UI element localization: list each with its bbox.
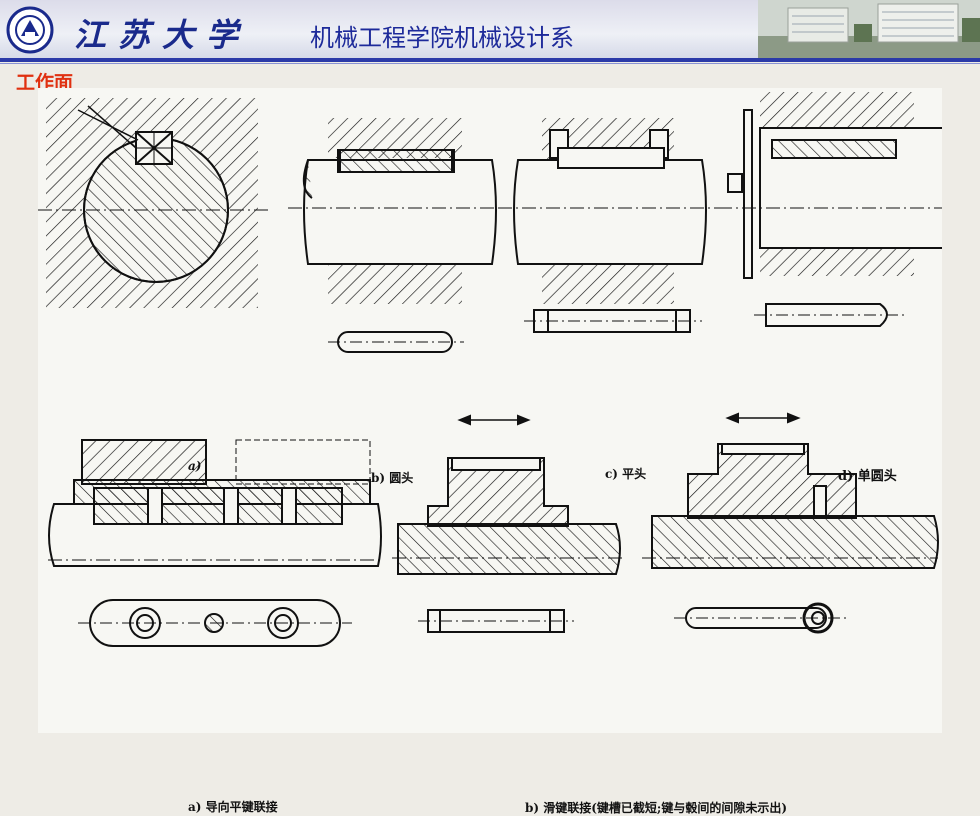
header-rule [0,58,980,62]
university-name: 江苏大学 [74,16,251,54]
department-title: 机械工程学院机械设计系 [310,24,574,52]
engineering-drawing [38,92,942,647]
university-logo [6,6,54,54]
caption-b-bottom: b) 滑键联接(键槽已截短;键与毂间的间隙未示出) [525,801,788,815]
campus-photo [758,0,980,58]
caption-d-top: d) 单圆头 [838,469,897,484]
figure-b-bottom-left [392,414,622,633]
caption-c-top: c) 平头 [605,467,647,481]
caption-a-top: a) [188,459,202,473]
header-rule-thin [0,63,980,64]
figure-d-top [718,92,942,327]
figure-b-top [288,118,508,353]
figure-b-bottom-right [642,412,939,634]
key-connection-drawing: a) b) 圆头 c) 平头 d) 单圆头 a) 导向平键联接 b) 滑键联接(… [38,88,942,815]
caption-a-bottom: a) 导向平键联接 [188,800,278,814]
figure-a-bottom [48,439,382,647]
figure-c-top [498,118,718,333]
figure-a-top [38,98,268,308]
header-bar: 江苏大学 机械工程学院机械设计系 [0,0,980,62]
caption-b-top: b) 圆头 [371,471,414,485]
